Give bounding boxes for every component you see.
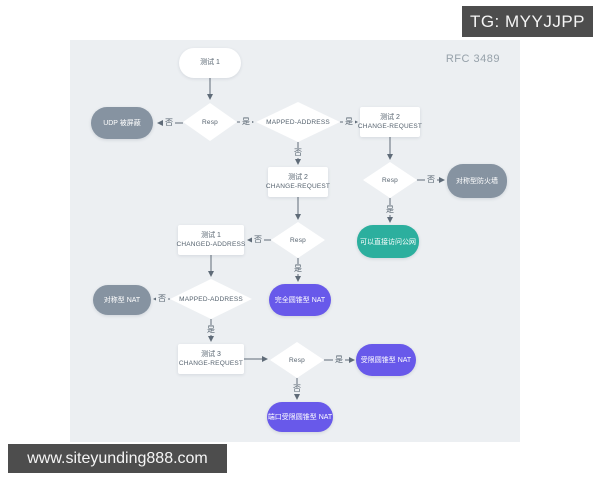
node-label: MAPPED-ADDRESS [179, 295, 243, 303]
node-restricted-cone-nat: 受限圆锥型 NAT [356, 344, 416, 376]
node-label: 受限圆锥型 NAT [360, 357, 412, 364]
node-label: Resp [289, 356, 305, 364]
node-symmetric-nat: 对称型 NAT [93, 285, 151, 315]
node-port-restricted-cone-nat: 端口受限圆锥型 NAT [267, 402, 333, 432]
node-resp-decision-4: Resp [270, 342, 324, 378]
node-label: CHANGE-REQUEST [357, 122, 423, 130]
node-label: MAPPED-ADDRESS [266, 118, 330, 126]
edge-label-yes: 是 [240, 117, 252, 127]
edge-label-yes: 是 [384, 205, 396, 215]
edge-label-no: 否 [163, 118, 175, 128]
edge-label-yes: 是 [205, 325, 217, 335]
node-label: 可以直接访问公网 [360, 238, 416, 246]
node-label: Resp [290, 236, 306, 244]
edge-label-no: 否 [425, 175, 437, 185]
tg-watermark-badge: TG: MYYJJPP [462, 6, 593, 37]
node-resp-decision-2: Resp [363, 162, 417, 198]
edge-label-no: 否 [291, 384, 303, 394]
node-label: 完全圆锥型 NAT [274, 297, 326, 304]
edge-label-no: 否 [156, 294, 168, 304]
edge-label-yes: 是 [292, 264, 304, 274]
node-test1-start: 测试 1 [179, 48, 241, 78]
node-test3: 测试 3 CHANGE-REQUEST [178, 344, 244, 374]
node-label: 对称型防火墙 [456, 178, 498, 185]
node-mapped-address-1: MAPPED-ADDRESS [256, 102, 340, 142]
node-mapped-address-2: MAPPED-ADDRESS [170, 279, 252, 319]
node-full-cone-nat: 完全圆锥型 NAT [269, 284, 331, 316]
node-label: UDP 被屏蔽 [103, 120, 141, 127]
node-label: 测试 2 [380, 114, 400, 122]
edge-label-no: 否 [252, 235, 264, 245]
node-label: CHANGED-ADDRESS [176, 240, 246, 248]
edge-label-yes: 是 [343, 117, 355, 127]
node-open-internet: 可以直接访问公网 [357, 225, 419, 258]
flowchart-canvas: RFC 3489 测 [70, 40, 520, 442]
node-label: CHANGE-REQUEST [265, 182, 331, 190]
edge-label-no: 否 [292, 148, 304, 158]
node-label: Resp [382, 176, 398, 184]
rfc-title: RFC 3489 [445, 53, 500, 65]
node-label: 端口受限圆锥型 NAT [267, 414, 333, 421]
node-resp-decision-1: Resp [183, 103, 237, 141]
node-resp-decision-3: Resp [271, 222, 325, 258]
node-udp-blocked: UDP 被屏蔽 [91, 107, 153, 139]
node-test1-changed-address: 测试 1 CHANGED-ADDRESS [176, 225, 246, 255]
site-watermark-badge: www.siteyunding888.com [8, 444, 227, 473]
node-label: 测试 3 [201, 351, 221, 359]
node-label: 测试 1 [201, 232, 221, 240]
node-label: 测试 2 [288, 174, 308, 182]
node-label: Resp [202, 118, 218, 126]
node-label: 测试 1 [200, 59, 220, 67]
node-test2-mid: 测试 2 CHANGE-REQUEST [265, 167, 331, 197]
node-label: CHANGE-REQUEST [178, 359, 244, 367]
node-label: 对称型 NAT [103, 297, 141, 304]
node-test2-right: 测试 2 CHANGE-REQUEST [357, 107, 423, 137]
edge-label-yes: 是 [333, 355, 345, 365]
node-symmetric-firewall: 对称型防火墙 [447, 164, 507, 198]
